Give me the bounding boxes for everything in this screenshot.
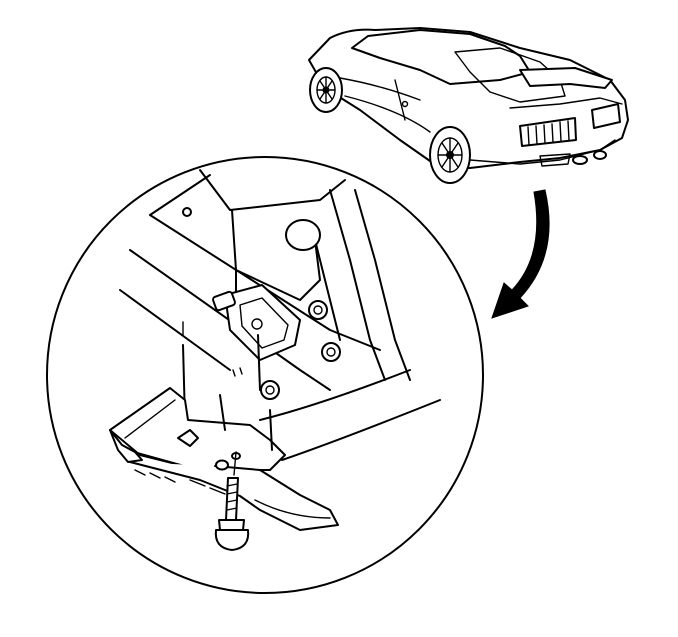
nut (308, 300, 328, 320)
detail-circle (46, 156, 484, 594)
bracket (109, 387, 339, 531)
detail-view (109, 169, 441, 551)
nuts (260, 300, 341, 400)
car-illustration (308, 27, 629, 184)
bolt (214, 451, 250, 551)
nut (260, 380, 280, 400)
nut (321, 342, 341, 362)
direction-arrow-icon (491, 189, 550, 319)
